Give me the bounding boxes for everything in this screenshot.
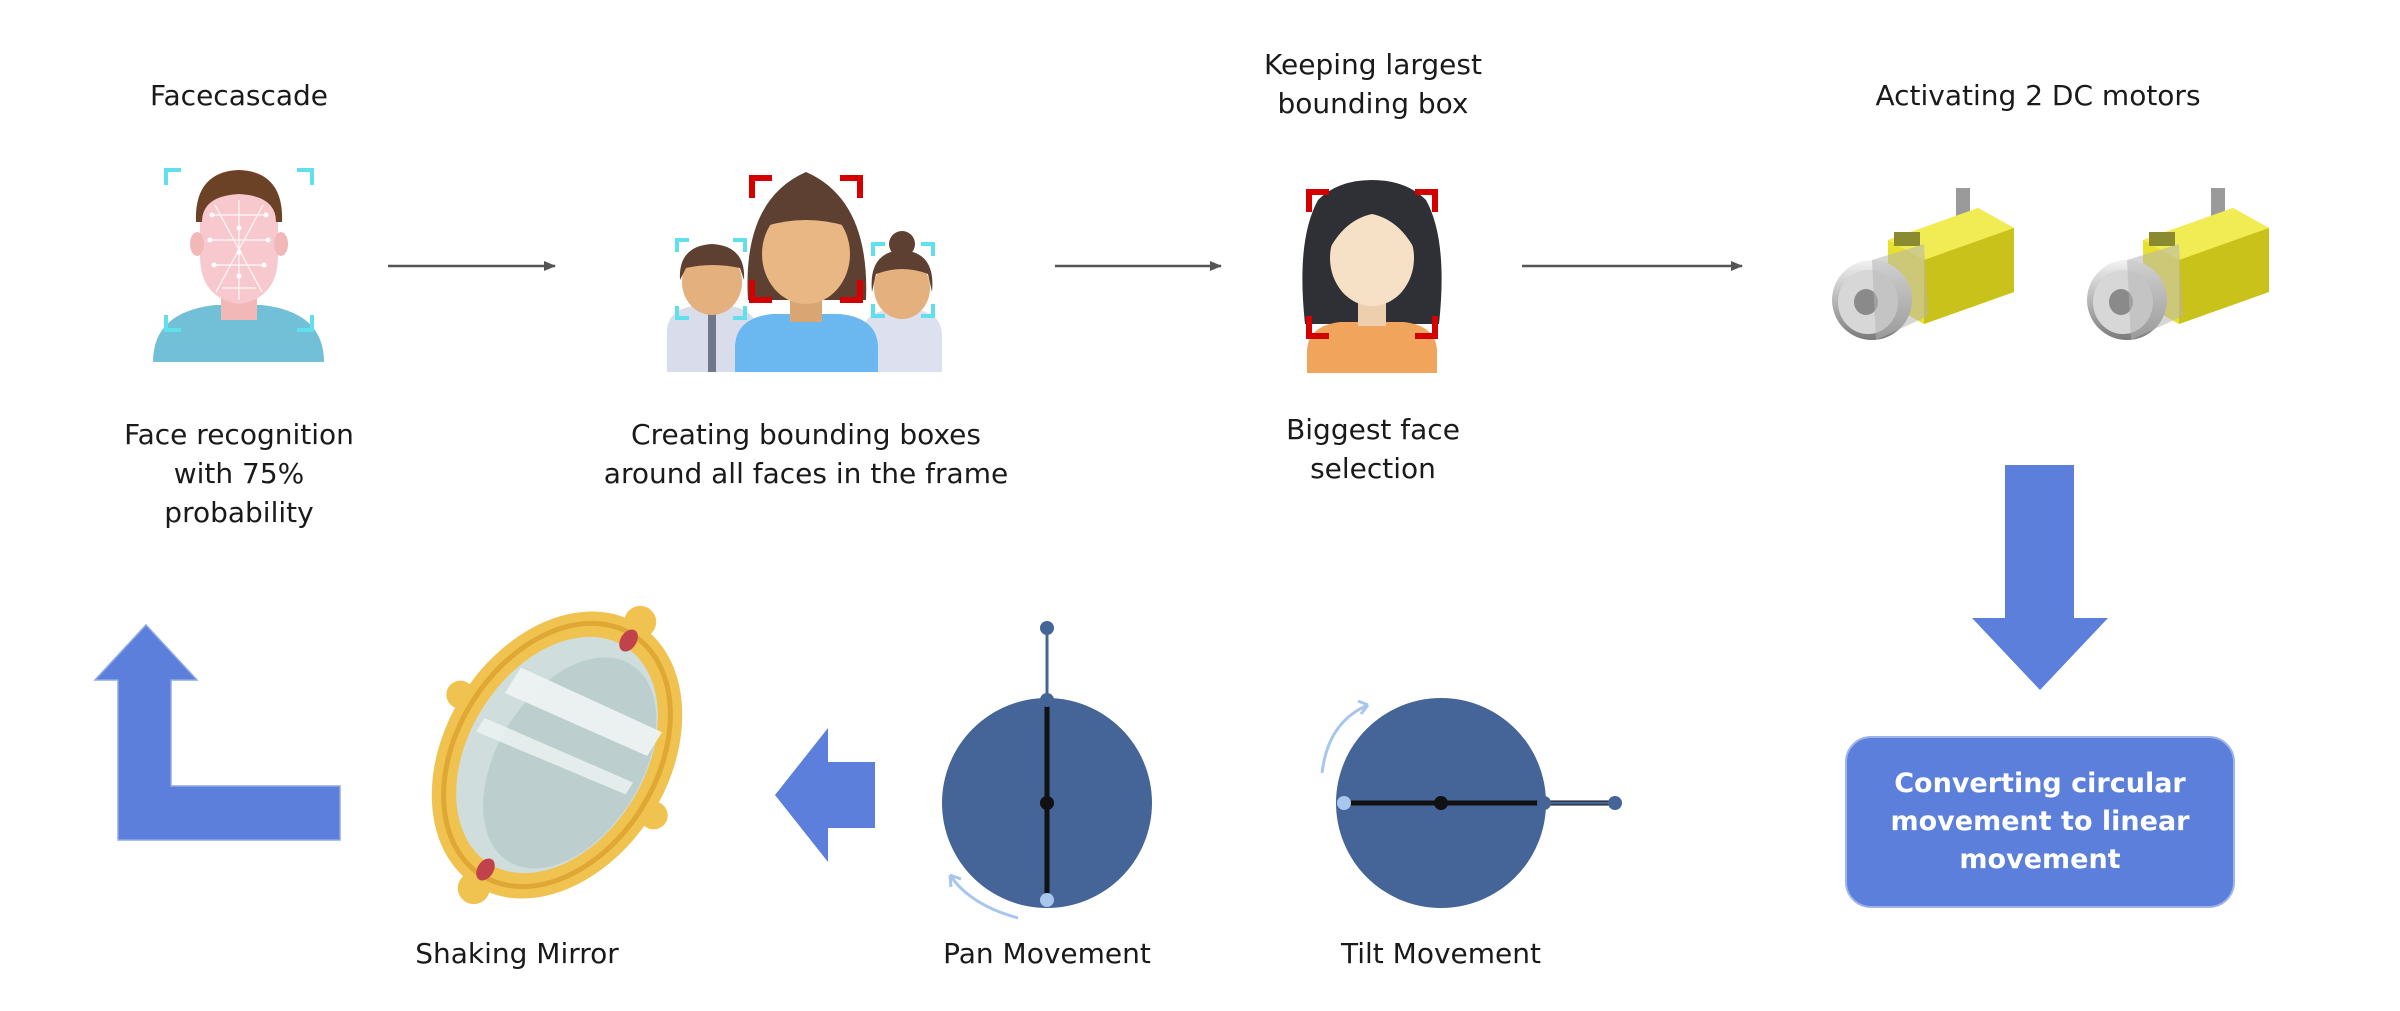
bounding-boxes-caption: Creating bounding boxes around all faces…: [603, 418, 1009, 490]
largest-box-caption: Biggest face selection: [1286, 413, 1460, 485]
face-scan-icon: [153, 168, 324, 362]
tilt-disk-icon: [1320, 698, 1622, 908]
arrow-turn-up-icon: [93, 623, 341, 841]
arrow-down-icon: [1972, 465, 2108, 690]
mirror-icon: [431, 605, 683, 905]
facecascade-caption: Face recognition with 75% probability: [124, 418, 354, 529]
arrow-left-icon: [775, 728, 875, 862]
converting-box: Converting circular movement to linear m…: [1845, 736, 2235, 908]
mirror-caption: Shaking Mirror: [415, 937, 619, 970]
facecascade-title: Facecascade: [149, 79, 328, 112]
group-faces-icon: [667, 172, 942, 372]
motors-title: Activating 2 DC motors: [1875, 79, 2201, 112]
converting-label: Converting circular movement to linear m…: [1890, 768, 2190, 875]
dc-motor-icon: [1832, 188, 2269, 340]
tilt-caption: Tilt Movement: [1341, 937, 1541, 970]
woman-face-icon: [1302, 180, 1442, 373]
pan-caption: Pan Movement: [943, 937, 1151, 970]
largest-box-title: Keeping largest bounding box: [1264, 48, 1482, 120]
pan-disk-icon: [942, 621, 1152, 920]
